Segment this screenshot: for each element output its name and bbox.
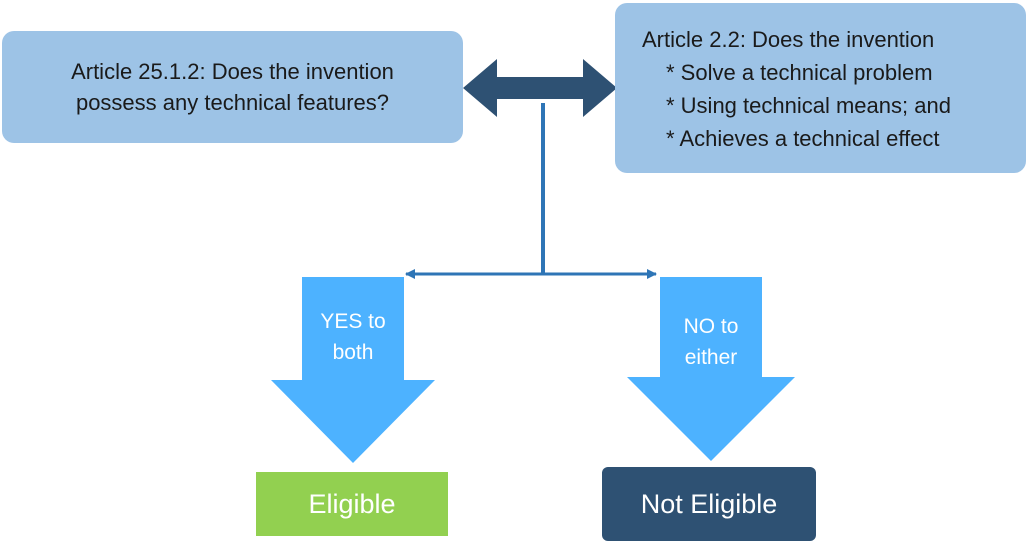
yes-branch-label-line-2: both [332, 341, 374, 364]
article-2-2-title: Article 2.2: Does the invention [642, 27, 935, 52]
not-eligible-outcome-label: Not Eligible [640, 488, 778, 519]
article-2-2-bullet: * Solve a technical problem [666, 60, 933, 85]
article-25-line-2: possess any technical features? [75, 90, 390, 115]
yes-branch-label-line-1: YES to [320, 310, 386, 333]
article-2-2-box: Article 2.2: Does the invention * Solve … [615, 3, 1026, 173]
not-eligible-outcome-box: Not Eligible [602, 467, 816, 541]
no-branch-arrow [627, 277, 795, 461]
yes-branch-label: YES to both [302, 306, 404, 368]
eligible-outcome-box: Eligible [256, 472, 448, 536]
double-arrow-connector [463, 59, 617, 117]
no-branch-label-line-2: either [684, 346, 738, 369]
article-25-line-1: Article 25.1.2: Does the invention [71, 59, 394, 84]
no-branch-label-line-1: NO to [683, 315, 739, 338]
article-2-2-bullet: * Achieves a technical effect [666, 126, 940, 151]
article-2-2-bullet: * Using technical means; and [666, 93, 951, 118]
no-branch-label: NO to either [660, 311, 762, 373]
yes-branch-arrow [271, 277, 435, 463]
article-25-box: Article 25.1.2: Does the invention posse… [2, 31, 463, 143]
eligible-outcome-label: Eligible [308, 488, 396, 519]
